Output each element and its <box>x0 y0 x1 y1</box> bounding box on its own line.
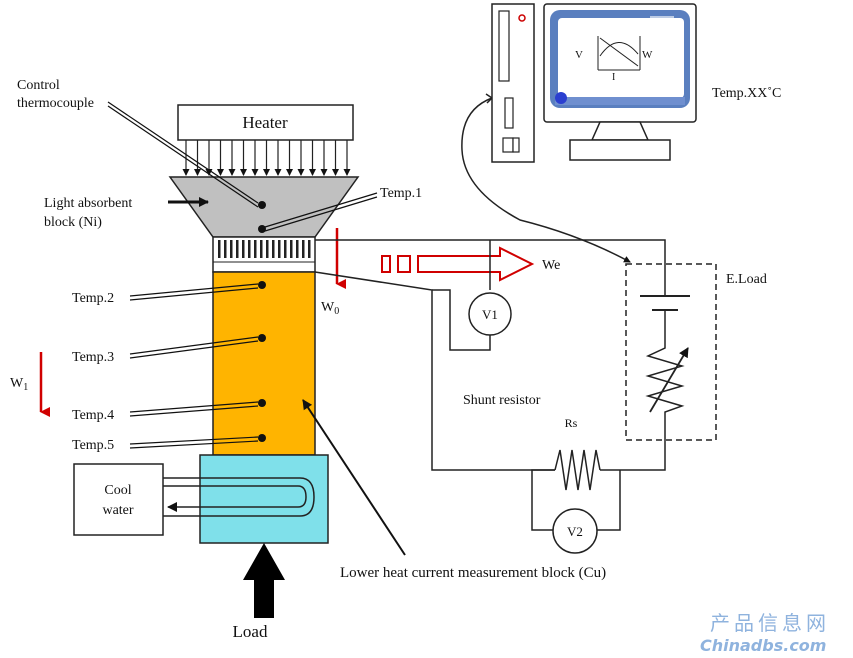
temp4-point <box>258 399 266 407</box>
temp4-label: Temp.4 <box>72 408 114 423</box>
data-cable <box>461 97 631 263</box>
temp2-label: Temp.2 <box>72 291 114 306</box>
eload-label: E.Load <box>726 272 767 287</box>
module-stripe <box>302 240 305 258</box>
module-stripe <box>230 240 233 258</box>
cooling-block <box>199 454 329 544</box>
w1-label: W1 <box>10 376 28 393</box>
module-stripe <box>218 240 221 258</box>
shunt-resistor-label: Shunt resistor <box>463 393 541 408</box>
screen-v-label: V <box>575 49 583 61</box>
heater-box <box>177 104 354 141</box>
temp-readout: Temp.XX˚C <box>712 86 781 101</box>
module-stripe <box>254 240 257 258</box>
eload-box <box>625 263 717 441</box>
v1-label: V1 <box>482 307 498 322</box>
shunt-resistor-symbol <box>554 449 601 491</box>
temp3-point <box>258 334 266 342</box>
monitor <box>543 3 697 161</box>
module-stripe <box>284 240 287 258</box>
screen-w-label: W <box>642 49 653 61</box>
load-label: Load <box>233 622 268 641</box>
cool-water-box <box>73 463 164 536</box>
heater-label: Heater <box>242 113 288 132</box>
we-arrow <box>381 246 535 282</box>
light-absorbent-label-1: Light absorbent <box>44 196 132 211</box>
watermark-line2: Chinadbs.com <box>700 636 826 655</box>
module-stripes <box>213 240 315 263</box>
cooling-pipe <box>163 477 315 517</box>
screen-i-label: I <box>612 72 615 83</box>
cool-water-label-1: Cool <box>104 483 131 498</box>
temp5-label: Temp.5 <box>72 438 114 453</box>
temp3-label: Temp.3 <box>72 350 114 365</box>
module-stripe <box>278 240 281 258</box>
module-stripe <box>242 240 245 258</box>
temp1-point <box>258 225 266 233</box>
v2-meter: V2 <box>552 508 598 554</box>
module-stripe <box>236 240 239 258</box>
watermark-line1: 产品信息网 <box>710 611 830 635</box>
module-stripe <box>248 240 251 258</box>
eload-variable-resistor <box>645 340 685 440</box>
module-stripe <box>266 240 269 258</box>
control-thermocouple-point <box>258 201 266 209</box>
temp2-point <box>258 281 266 289</box>
temp1-label: Temp.1 <box>380 186 422 201</box>
temp5-point <box>258 434 266 442</box>
control-thermocouple-label-2: thermocouple <box>17 96 94 111</box>
v1-meter: V1 <box>468 292 512 336</box>
rs-label: Rs <box>565 416 578 430</box>
module-stripe <box>260 240 263 258</box>
eload-battery-symbol <box>640 262 690 340</box>
module-stripe <box>296 240 299 258</box>
control-thermocouple-label-1: Control <box>17 78 60 93</box>
computer-tower <box>491 3 535 163</box>
circuit-wires <box>314 239 666 531</box>
module-stripe <box>224 240 227 258</box>
module-stripe <box>272 240 275 258</box>
heat-arrows <box>182 140 351 176</box>
light-absorbent-label-2: block (Ni) <box>44 215 102 230</box>
module-stripe <box>308 240 311 258</box>
copper-block <box>212 271 316 456</box>
screen-iv-graph: V W I <box>575 36 653 83</box>
lower-block-label: Lower heat current measurement block (Cu… <box>340 565 606 581</box>
lower-block-arrow <box>302 399 406 556</box>
we-label: We <box>542 258 560 273</box>
thermoelectric-module <box>212 236 316 273</box>
module-stripe <box>290 240 293 258</box>
v2-label: V2 <box>567 524 583 539</box>
w0-label: W0 <box>321 300 339 317</box>
cool-water-label-2: water <box>102 503 133 518</box>
eload-variable-arrow <box>649 347 689 413</box>
load-arrow <box>243 543 285 618</box>
